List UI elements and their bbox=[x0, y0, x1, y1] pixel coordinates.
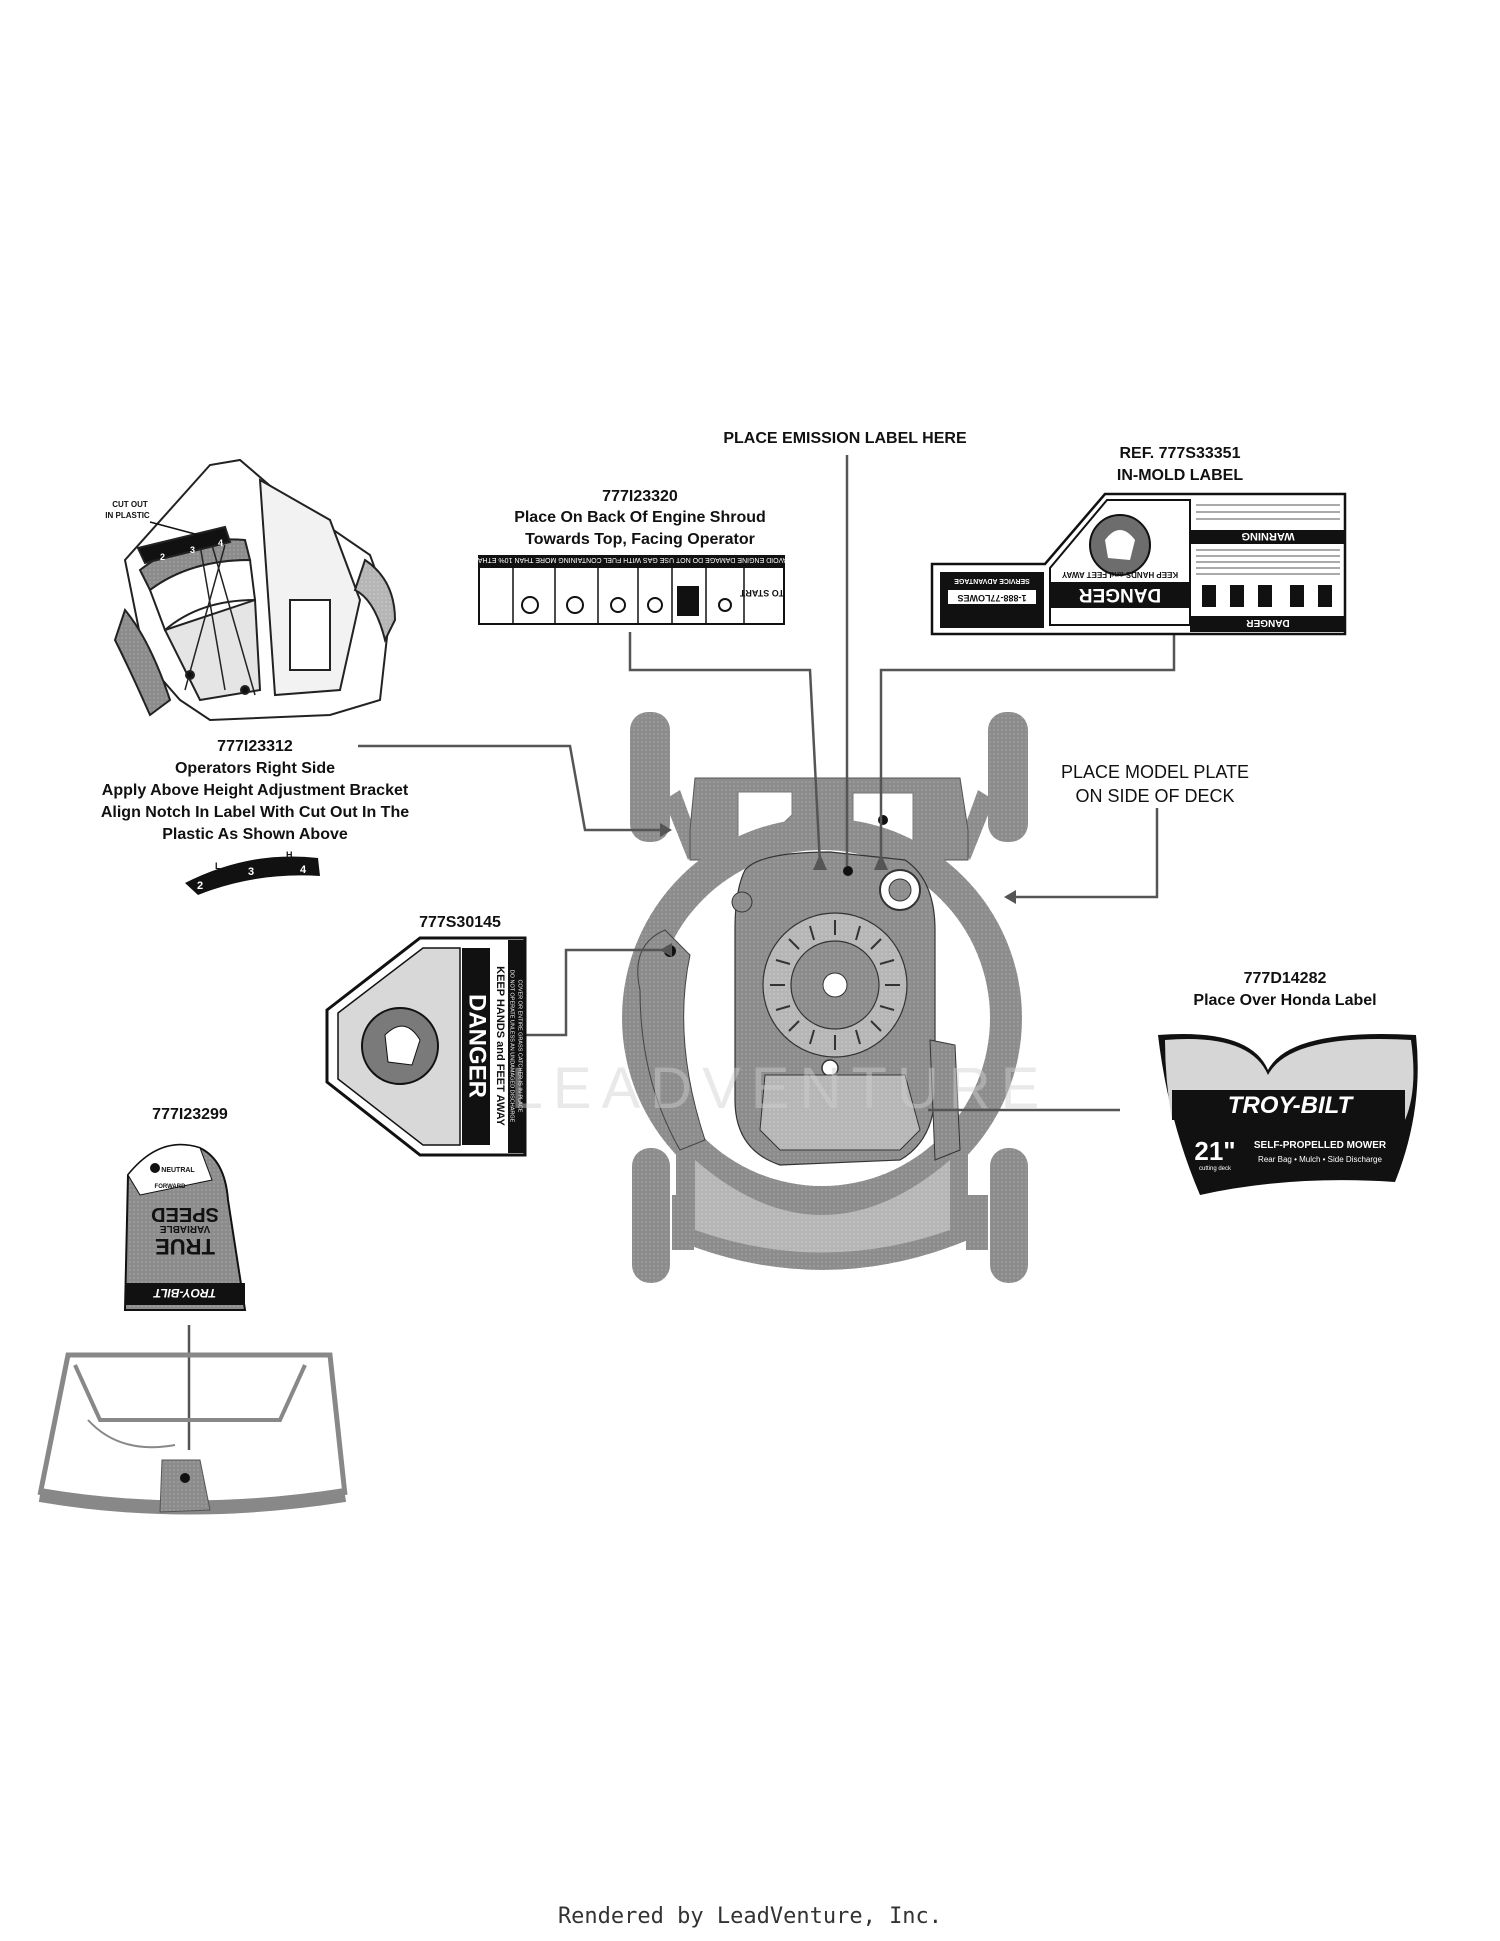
danger-decal-sub: KEEP HANDS and FEET AWAY bbox=[494, 966, 506, 1126]
mower-top-view bbox=[622, 712, 1028, 1283]
in-mold-danger-small: DANGER bbox=[1246, 617, 1290, 628]
speed-brand: TROY-BILT bbox=[152, 1286, 216, 1300]
height-scale-h: H bbox=[286, 850, 293, 860]
front-right-wheel bbox=[990, 1148, 1028, 1283]
in-plastic-note: IN PLASTIC bbox=[105, 511, 150, 520]
speed-part-number: 777I23299 bbox=[152, 1106, 228, 1123]
shroud-part-number: 777I23320 bbox=[602, 488, 678, 505]
footer-credit: Rendered by LeadVenture, Inc. bbox=[557, 1904, 943, 1929]
troy-bilt-deck-unit: cutting deck bbox=[1199, 1166, 1232, 1172]
handle-bar-drawing bbox=[37, 1352, 348, 1515]
model-plate-callout-2: ON SIDE OF DECK bbox=[1075, 786, 1235, 806]
danger-decal-fine1: DO NOT OPERATE UNLESS AN UNDAMAGED DISCH… bbox=[509, 970, 515, 1123]
height-scale-decal: 2 L 3 H 4 bbox=[185, 850, 320, 895]
danger-decal-title: DANGER bbox=[464, 994, 491, 1098]
emission-callout: PLACE EMISSION LABEL HERE bbox=[723, 430, 967, 447]
bracket-scale-4: 4 bbox=[218, 538, 223, 548]
in-mold-service-title: SERVICE ADVANTAGE bbox=[954, 577, 1030, 584]
leader-lines bbox=[187, 455, 1176, 1450]
height-part-number: 777I23312 bbox=[217, 738, 293, 755]
model-plate-callout-1: PLACE MODEL PLATE bbox=[1060, 762, 1250, 782]
rear-right-wheel bbox=[988, 712, 1028, 842]
shroud-instruction-1: Place On Back Of Engine Shroud bbox=[514, 509, 766, 526]
decal-777I23320: TO AVOID ENGINE DAMAGE DO NOT USE GAS WI… bbox=[463, 555, 799, 625]
watermark: LEADVENTURE bbox=[511, 1056, 1050, 1121]
speed-true: TRUE bbox=[155, 1234, 215, 1259]
height-scale-2: 2 bbox=[197, 880, 203, 892]
in-mold-danger-sub: KEEP HANDS and FEET AWAY bbox=[1061, 570, 1178, 579]
danger-decal-fine2: COVER OR ENTIRE GRASS CATCHER IS IN PLAC… bbox=[517, 980, 523, 1113]
bracket-scale-3: 3 bbox=[190, 545, 195, 555]
troy-bilt-logo: TROY-BILT bbox=[1228, 1092, 1355, 1119]
in-mold-danger-title: DANGER bbox=[1079, 584, 1162, 605]
speed-speed: SPEED bbox=[151, 1203, 219, 1225]
height-instruction-1: Operators Right Side bbox=[174, 760, 336, 777]
decal-777D14282: TROY-BILT 21" cutting deck SELF-PROPELLE… bbox=[1158, 1034, 1418, 1195]
shroud-decal-header: TO AVOID ENGINE DAMAGE DO NOT USE GAS WI… bbox=[463, 556, 798, 563]
in-mold-service-phone: 1-888-77LOWES bbox=[957, 593, 1026, 603]
in-mold-callout: IN-MOLD LABEL bbox=[1116, 467, 1244, 484]
troy-bilt-mower-type: SELF-PROPELLED MOWER bbox=[1254, 1140, 1387, 1151]
front-left-wheel bbox=[632, 1148, 670, 1283]
height-instruction-2: Apply Above Height Adjustment Bracket bbox=[101, 782, 409, 799]
emission-label-target bbox=[843, 866, 853, 876]
decal-777S30145: DANGER KEEP HANDS and FEET AWAY DO NOT O… bbox=[325, 936, 527, 1157]
speed-neutral: NEUTRAL bbox=[161, 1167, 195, 1174]
height-instruction-4: Plastic As Shown Above bbox=[162, 826, 348, 843]
rear-left-wheel bbox=[630, 712, 670, 842]
shroud-decal-start: TO START bbox=[739, 588, 784, 598]
troy-bilt-features: Rear Bag • Mulch • Side Discharge bbox=[1258, 1155, 1382, 1164]
troy-bilt-deck-size: 21" bbox=[1194, 1136, 1235, 1166]
height-scale-4: 4 bbox=[300, 864, 307, 876]
in-mold-ref: REF. 777S33351 bbox=[1119, 445, 1241, 462]
speed-variable: VARIABLE bbox=[159, 1223, 210, 1234]
cut-out-note: CUT OUT bbox=[112, 500, 148, 509]
honda-label-area bbox=[759, 1074, 921, 1151]
in-mold-warning: WARNING bbox=[1241, 530, 1294, 542]
decal-777S33351: DANGER KEEP HANDS and FEET AWAY WARNING … bbox=[930, 492, 1347, 636]
height-instruction-3: Align Notch In Label With Cut Out In The bbox=[100, 804, 410, 821]
height-scale-3: 3 bbox=[248, 866, 254, 878]
decal-777I23299: NEUTRAL FORWARD TRUE VARIABLE SPEED TROY… bbox=[123, 1143, 247, 1311]
honda-part-number: 777D14282 bbox=[1243, 970, 1327, 987]
height-bracket-drawing: 2 3 4 bbox=[113, 458, 397, 722]
danger-part-number: 777S30145 bbox=[419, 914, 501, 931]
honda-instruction: Place Over Honda Label bbox=[1193, 992, 1377, 1009]
speed-forward: FORWARD bbox=[155, 1184, 187, 1190]
height-scale-l: L bbox=[215, 861, 221, 871]
bracket-scale-2: 2 bbox=[160, 552, 165, 562]
discharge-chute bbox=[637, 929, 706, 1151]
shroud-instruction-2: Towards Top, Facing Operator bbox=[525, 531, 755, 548]
